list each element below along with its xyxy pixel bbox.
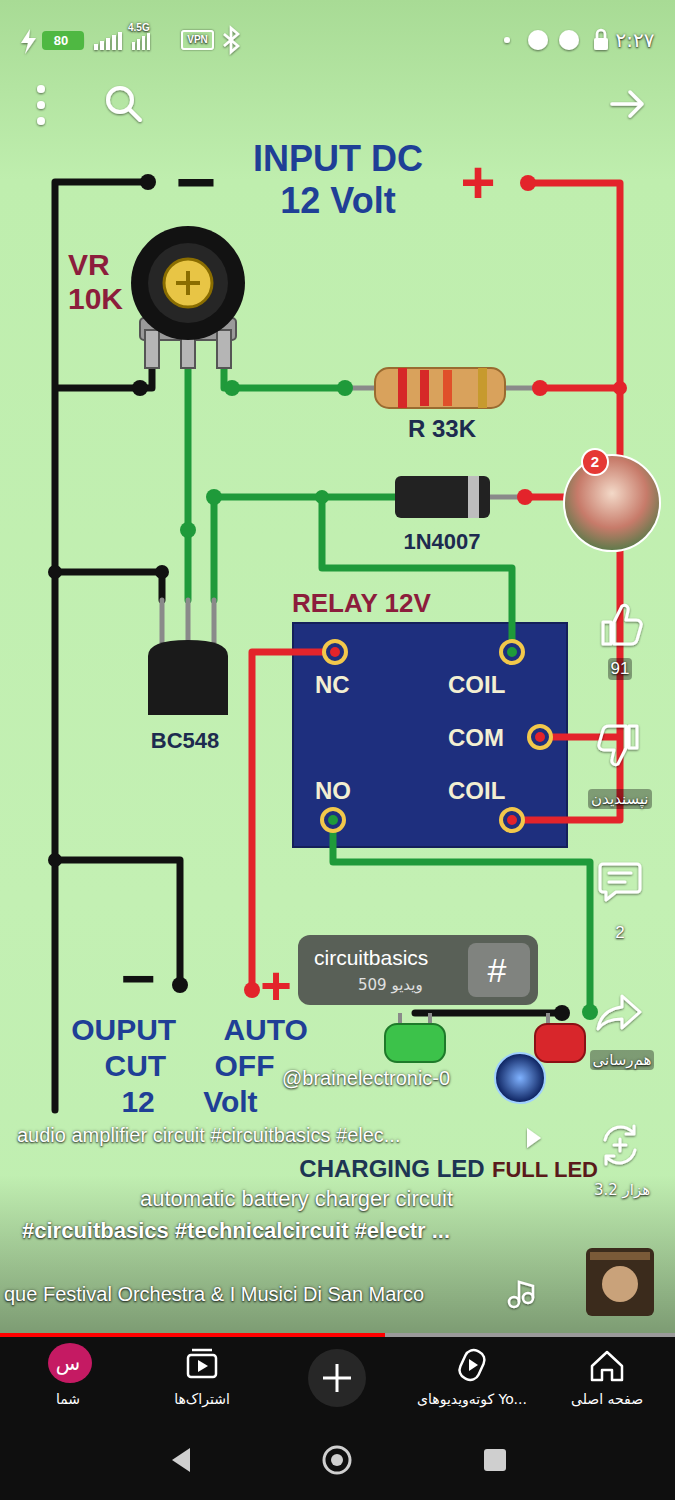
video-count: 509 ویدیو [358, 975, 458, 995]
part-value: VR 10K [68, 248, 140, 316]
polarity-sign: + [455, 148, 501, 218]
music-icon [509, 1282, 533, 1307]
music-track: que Festival Orchestra & I Musici Di San… [4, 1282, 509, 1306]
wire-joints [48, 174, 627, 1021]
nav-icons [188, 1347, 622, 1407]
creator-handle: @brainelectronic-0 [282, 1066, 492, 1090]
polarity-sign: − [112, 946, 164, 1012]
led-name: FULL LED [492, 1157, 598, 1183]
input-heading: INPUT DC 12 Volt [240, 138, 436, 222]
relay-terminals [285, 585, 575, 850]
nav-label: اشتراک‌ها [157, 1390, 247, 1408]
comment-count: 2 [605, 922, 635, 944]
badge-count: 2 [583, 450, 607, 474]
creator-avatar [495, 1053, 545, 1103]
channel-pill: circuitbasics 509 ویدیو # [298, 935, 538, 1005]
pin-name: COM [448, 724, 518, 752]
status-icons [21, 28, 608, 54]
avatar-letter: س [48, 1343, 88, 1383]
part-value: R 33K [392, 414, 492, 444]
potentiometer-symbol [131, 226, 245, 368]
vpn-badge: VPN [181, 30, 214, 50]
hashtag-symbol: # [468, 943, 526, 997]
vpn-text: VPN [183, 32, 212, 48]
progress-rest [385, 1333, 675, 1337]
battery-indicator: 80 [42, 31, 84, 50]
part-name: BC548 [130, 728, 240, 754]
pin-name: COIL [448, 777, 518, 805]
battery-level: 80 [42, 31, 80, 50]
relay-title: RELAY 12V [292, 587, 492, 619]
hashtag-box: # [468, 943, 530, 997]
bottom-nav [0, 1337, 675, 1500]
channel-name: circuitbasics [314, 945, 464, 971]
video-scrim [0, 1175, 675, 1335]
resistor-symbol [375, 368, 505, 408]
transistor-symbol [148, 640, 228, 715]
pin-name: NC [315, 671, 375, 699]
dislike-label: نپسندیدن [588, 789, 652, 809]
status-time: ۲:۲۷ [603, 28, 667, 52]
wires [55, 182, 620, 1110]
share-label: هم‌رسانی [590, 1050, 655, 1070]
nav-label: شما [33, 1390, 103, 1408]
network-type: 4.5G [128, 22, 158, 34]
polarity-sign: − [166, 142, 226, 222]
nav-label: صفحه اصلی [557, 1390, 657, 1408]
app-bar-icons [37, 85, 642, 125]
nav-label: کوته‌ویدیوهای Yo... [402, 1390, 542, 1408]
video-hashtags: #circuitbasics #technicalcircuit #electr… [22, 1218, 592, 1244]
account-avatar: س [48, 1343, 92, 1383]
like-count: 91 [608, 658, 633, 680]
album-art [586, 1248, 654, 1316]
polarity-sign: + [258, 955, 294, 1015]
relay-box: RELAY 12V NC COIL COM NO COIL [285, 585, 575, 850]
part-name: 1N4007 [387, 529, 497, 555]
progress-played [0, 1333, 385, 1337]
channel-avatar [564, 455, 660, 551]
output-heading: OUPUT AUTO CUT OFF 12 Volt [67, 1012, 312, 1120]
led-symbols [385, 1013, 585, 1062]
diode-symbol [395, 476, 490, 518]
system-nav [172, 1447, 506, 1473]
action-icons [598, 605, 641, 1164]
led-name: CHARGING LED [297, 1155, 487, 1183]
play-icon [527, 1128, 541, 1148]
pin-name: NO [315, 777, 375, 805]
notification-badge: 2 [581, 448, 609, 476]
pin-name: COIL [448, 671, 518, 699]
related-video: audio amplifier circuit #circuitbasics #… [17, 1124, 522, 1147]
remix-count: 3.2 هزار [580, 1180, 664, 1200]
video-title: automatic battery charger circuit [140, 1186, 560, 1212]
